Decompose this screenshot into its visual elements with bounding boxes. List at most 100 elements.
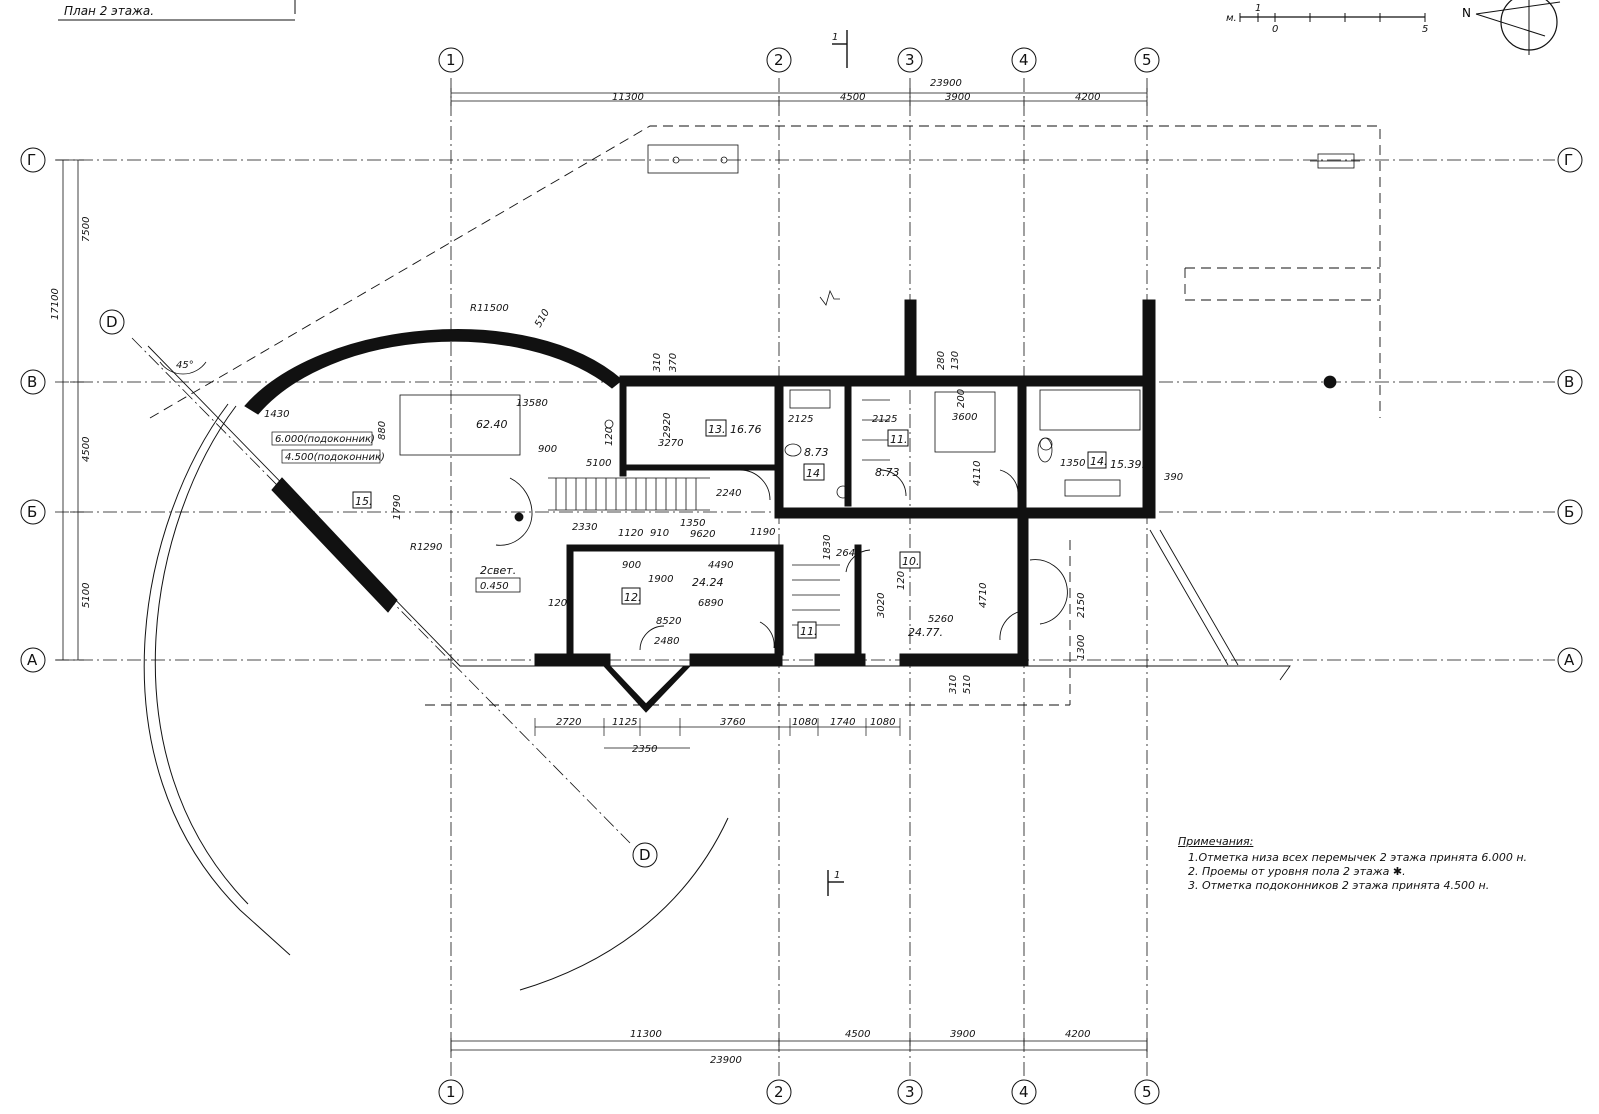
notes-block: Примечания: 1.Отметка низа всех перемыче… xyxy=(1178,835,1588,893)
inner-dim-510: 510 xyxy=(533,307,552,329)
inner-dim-5100: 5100 xyxy=(586,458,611,469)
inner-dim-9620: 9620 xyxy=(690,529,715,540)
small-dim-3760: 3760 xyxy=(720,717,745,728)
scale-label-5: 5 xyxy=(1422,24,1428,35)
small-dim-2350: 2350 xyxy=(632,744,657,755)
inner-dim-1790: 1790 xyxy=(392,495,403,520)
svg-text:2: 2 xyxy=(774,1083,784,1101)
axis-bubble-2-top: 2 xyxy=(766,47,792,73)
building-walls xyxy=(244,299,1156,713)
axis-bubble-v-right: В xyxy=(1557,369,1583,395)
inner-dim-1900: 1900 xyxy=(648,574,673,585)
inner-dim-4490: 4490 xyxy=(708,560,733,571)
axis-bubble-a-right: А xyxy=(1557,647,1583,673)
top-dim-total: 23900 xyxy=(930,78,962,89)
top-dim-part-3: 3900 xyxy=(945,92,970,103)
room-14-number: 14 xyxy=(806,467,820,480)
grid-lines xyxy=(55,78,1555,1078)
svg-text:D: D xyxy=(639,846,651,864)
room-labels: 15. 62.40 13. 16.76 14 8.73 11. 8.73 14.… xyxy=(352,418,1145,639)
bottom-small-dimension-chain xyxy=(534,718,901,749)
axis-bubble-4-bottom: 4 xyxy=(1011,1079,1037,1105)
axis-bubble-3-bottom: 3 xyxy=(897,1079,923,1105)
terrace-outline xyxy=(147,345,1291,681)
inner-dim-5260: 5260 xyxy=(928,614,953,625)
bathroom-fixtures-icon xyxy=(399,375,1337,499)
upper-details xyxy=(647,144,1360,306)
inner-dim-2480: 2480 xyxy=(654,636,679,647)
small-dim-1125: 1125 xyxy=(612,717,637,728)
left-dim-part-3: 5100 xyxy=(81,583,92,608)
svg-text:3: 3 xyxy=(905,1083,915,1101)
svg-text:Б: Б xyxy=(1564,503,1574,521)
room-13-number: 13. xyxy=(708,423,726,436)
svg-text:1: 1 xyxy=(446,51,456,69)
room-11b-number: 11. xyxy=(800,625,818,638)
left-dim-total: 17100 xyxy=(50,288,61,320)
angle-label: 45° xyxy=(176,360,194,371)
inner-dim-1830: 1830 xyxy=(822,535,833,560)
axis-bubble-d-top: D xyxy=(99,309,125,335)
inner-dim-6890: 6890 xyxy=(698,598,723,609)
svg-text:Г: Г xyxy=(1564,151,1573,169)
north-label: N xyxy=(1462,6,1471,20)
drawing-title: План 2 этажа. xyxy=(64,4,155,18)
left-dim-part-2: 4500 xyxy=(81,437,92,462)
room-14b-area: 15.39. xyxy=(1110,458,1145,471)
inner-dim-310b: 310 xyxy=(948,675,959,694)
svg-text:4: 4 xyxy=(1019,51,1029,69)
curved-wall-outlines xyxy=(143,403,729,991)
room-11-number: 11. xyxy=(890,433,908,446)
bottom-dim-part-4: 4200 xyxy=(1065,1029,1090,1040)
inner-dim-1190: 1190 xyxy=(750,527,775,538)
room-14b-number: 14. xyxy=(1090,455,1108,468)
scale-label-0: 0 xyxy=(1272,24,1278,35)
svg-text:Б: Б xyxy=(27,503,37,521)
axis-bubble-b-right: Б xyxy=(1557,499,1583,525)
inner-dim-310: 310 xyxy=(652,353,663,372)
bottom-dim-part-2: 4500 xyxy=(845,1029,870,1040)
inner-dim-510b: 510 xyxy=(962,675,973,694)
room-14-area: 8.73 xyxy=(804,446,829,459)
inner-dim-1300: 1300 xyxy=(1076,635,1087,660)
axis-bubble-d-bottom: D xyxy=(632,842,658,868)
svg-text:2: 2 xyxy=(774,51,784,69)
inner-dim-2125a: 2125 xyxy=(788,414,813,425)
radius-inner-label: R1290 xyxy=(410,542,442,553)
inner-dim-3020: 3020 xyxy=(876,593,887,618)
inner-dim-900: 900 xyxy=(538,444,557,455)
room-12-number: 12. xyxy=(624,591,642,604)
inner-dim-910: 910 xyxy=(650,528,669,539)
inner-dimensions: 1430 13580 880 510 310 370 2920 3270 510… xyxy=(264,307,1183,694)
staircase-icon xyxy=(548,399,890,626)
axis-bubble-g-right: Г xyxy=(1557,147,1583,173)
svg-text:В: В xyxy=(1564,373,1574,391)
svg-text:5: 5 xyxy=(1142,1083,1152,1101)
section-label-top: 1 xyxy=(832,32,838,43)
inner-dim-900b: 900 xyxy=(622,560,641,571)
inner-dim-8520: 8520 xyxy=(656,616,681,627)
axis-bubble-1-bottom: 1 xyxy=(438,1079,464,1105)
inner-dim-1350b: 1350 xyxy=(1060,458,1085,469)
sill-label-upper: 6.000(подоконник) xyxy=(275,434,375,445)
inner-dim-2150: 2150 xyxy=(1076,593,1087,618)
inner-dim-1350: 1350 xyxy=(680,518,705,529)
notes-title: Примечания: xyxy=(1178,835,1254,848)
svg-text:Г: Г xyxy=(27,151,36,169)
upper-level-outline xyxy=(149,125,1381,706)
inner-dim-130: 130 xyxy=(950,351,961,370)
room-11-area: 8.73 xyxy=(875,466,900,479)
inner-dim-3270: 3270 xyxy=(658,438,683,449)
room-12-area: 24.24 xyxy=(692,576,724,589)
axis-bubble-5-bottom: 5 xyxy=(1134,1079,1160,1105)
room-10-area: 24.77. xyxy=(908,626,943,639)
room-13-area: 16.76 xyxy=(730,423,762,436)
inner-dim-1430: 1430 xyxy=(264,409,289,420)
note-item-2: 2. Проемы от уровня пола 2 этажа ✱. xyxy=(1188,865,1406,878)
svg-text:В: В xyxy=(27,373,37,391)
axis-bubble-5-top: 5 xyxy=(1134,47,1160,73)
scale-label-1: 1 xyxy=(1255,3,1261,14)
room-15-area: 62.40 xyxy=(476,418,508,431)
small-dim-1740: 1740 xyxy=(830,717,855,728)
